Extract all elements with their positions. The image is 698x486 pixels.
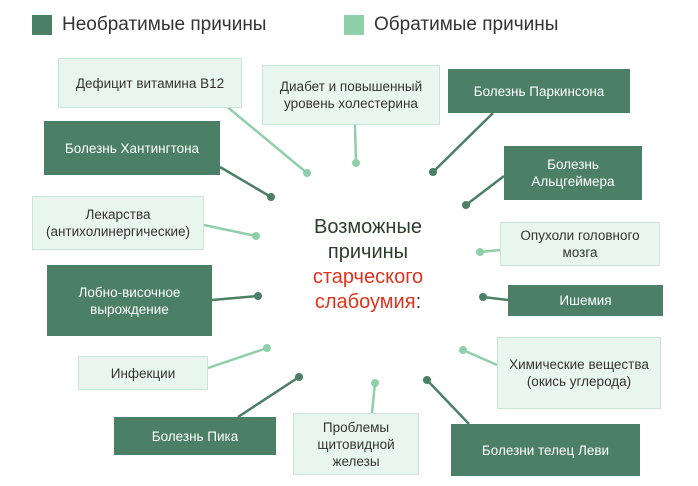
center-title-highlight1: старческого (312, 266, 424, 288)
center-title-line1: Возможные (314, 216, 422, 238)
connector-chemicals (462, 348, 498, 367)
center-title-colon: : (415, 291, 422, 313)
cause-infections-label: Инфекции (110, 365, 176, 381)
center-title: Возможные причины старческого слабоумия: (268, 215, 468, 315)
cause-pick-label: Болезнь Пика (151, 428, 239, 444)
cause-ftd: Лобно-височное вырождение (47, 265, 212, 336)
cause-drugs: Лекарства (антихолинергические) (32, 196, 204, 250)
connector-diabetes (353, 124, 358, 164)
cause-ischemia: Ишемия (508, 285, 663, 316)
cause-huntington: Болезнь Хантингтона (44, 121, 220, 175)
connector-parkinson (432, 112, 494, 173)
legend-label-reversible: Обратимые причины (374, 14, 559, 35)
center-title-highlight2: слабоумия (314, 291, 416, 313)
legend-swatch-irreversible (32, 15, 52, 35)
connector-lewy (426, 379, 470, 425)
connector-dot-ischemia (479, 293, 487, 301)
cause-thyroid: Проблемы щитовидной железы (293, 413, 419, 475)
connector-dot-huntington (267, 193, 275, 201)
connector-dot-tumors (476, 248, 484, 256)
cause-b12-label: Дефицит витамина B12 (75, 75, 225, 91)
connector-dot-chemicals (459, 346, 467, 354)
cause-diabetes-label: Диабет и повышенный уровень холестерина (279, 79, 423, 111)
cause-drugs-label: Лекарства (антихолинергические) (45, 207, 191, 239)
connector-huntington (219, 165, 272, 199)
legend-irreversible: Необратимые причины (32, 14, 266, 36)
connector-ftd (211, 294, 259, 302)
cause-infections: Инфекции (78, 356, 208, 390)
legend-label-irreversible: Необратимые причины (62, 14, 267, 35)
connector-ischemia (482, 295, 509, 302)
cause-lewy: Болезни телец Леви (451, 424, 640, 476)
cause-huntington-label: Болезнь Хантингтона (64, 140, 200, 156)
connector-dot-b12 (303, 169, 311, 177)
connector-dot-pick (295, 373, 303, 381)
connector-alzheimer (465, 175, 505, 206)
connector-dot-alzheimer (462, 201, 470, 209)
cause-diabetes: Диабет и повышенный уровень холестерина (262, 65, 440, 125)
connector-dot-lewy (423, 376, 431, 384)
cause-lewy-label: Болезни телец Леви (481, 442, 610, 458)
cause-alzheimer: Болезнь Альцгеймера (504, 146, 642, 200)
connector-dot-drugs (252, 232, 260, 240)
connector-infections (207, 346, 268, 370)
connector-pick (237, 375, 300, 419)
cause-ischemia-label: Ишемия (559, 293, 612, 308)
cause-ftd-label: Лобно-височное вырождение (78, 284, 181, 317)
cause-b12: Дефицит витамина B12 (58, 58, 242, 108)
connector-dot-thyroid (371, 379, 379, 387)
connector-thyroid (370, 382, 377, 414)
connector-b12 (224, 104, 308, 174)
cause-chemicals-label: Химические вещества (окись углерода) (509, 357, 649, 389)
connector-drugs (203, 223, 257, 238)
connector-dot-ftd (254, 292, 262, 300)
connector-dot-parkinson (429, 168, 437, 176)
cause-parkinson-label: Болезнь Паркинсона (473, 83, 605, 99)
legend-swatch-reversible (344, 15, 364, 35)
legend-reversible: Обратимые причины (344, 14, 558, 36)
connector-dot-infections (263, 344, 271, 352)
cause-tumors: Опухоли головного мозга (500, 222, 660, 266)
cause-tumors-label: Опухоли головного мозга (520, 228, 640, 260)
cause-thyroid-label: Проблемы щитовидной железы (317, 419, 395, 469)
connector-dot-diabetes (352, 159, 360, 167)
cause-parkinson: Болезнь Паркинсона (448, 69, 630, 113)
cause-alzheimer-label: Болезнь Альцгеймера (531, 157, 615, 189)
cause-pick: Болезнь Пика (114, 417, 276, 455)
cause-chemicals: Химические вещества (окись углерода) (497, 337, 661, 409)
center-title-line2: причины (327, 241, 409, 263)
